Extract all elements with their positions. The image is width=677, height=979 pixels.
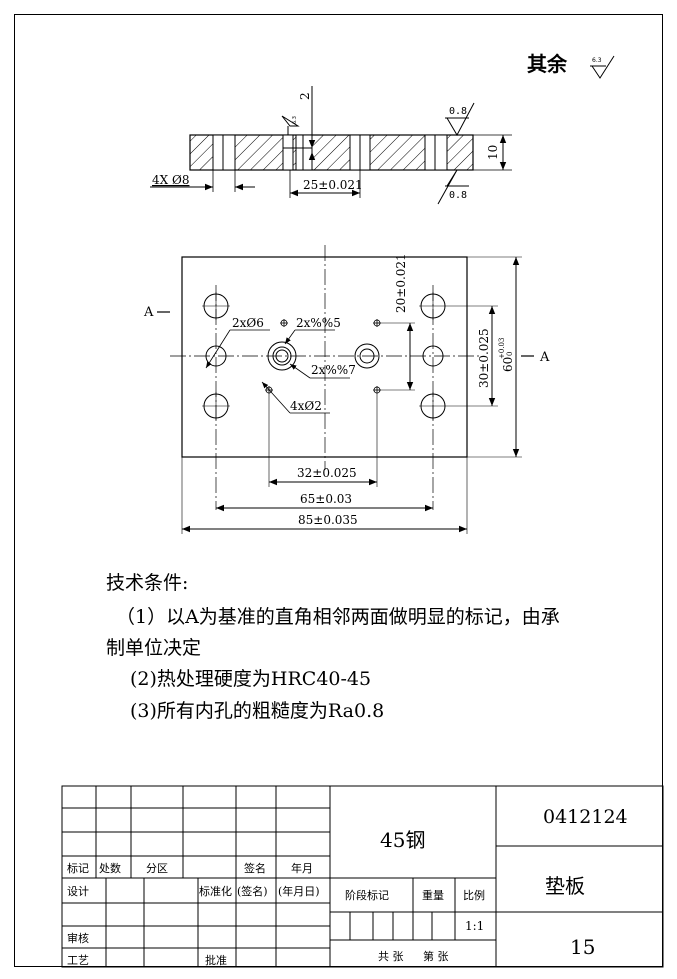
dim-60: 60 +0.03 0 <box>467 256 522 458</box>
counterbore-hole-left <box>267 341 297 371</box>
center-dimension: 25±0.021 <box>289 170 363 198</box>
thickness-label: 10 <box>486 145 500 160</box>
dim-60-label: 60 <box>501 357 515 372</box>
weight: 重量 <box>422 889 444 902</box>
pin-hole <box>280 319 288 327</box>
roughness-note: 其余 6.3 <box>527 52 615 79</box>
plate-outline <box>181 256 468 458</box>
dim-32: 32±0.025 <box>268 394 378 487</box>
dim-65-label: 65±0.03 <box>300 492 352 506</box>
scale-value: 1:1 <box>465 919 485 933</box>
sheet-no: 第 张 <box>423 950 449 963</box>
row-date2: (年月日) <box>278 885 320 898</box>
hdr-count: 处数 <box>99 862 121 875</box>
corner-holes <box>202 292 447 420</box>
part-name: 垫板 <box>545 874 585 898</box>
note-2x7: 2x%%7 <box>289 363 356 379</box>
note-2x6: 2xØ6 <box>205 316 270 369</box>
dim-85: 85±0.035 <box>181 457 468 534</box>
hole-label: 4X Ø8 <box>152 173 189 187</box>
mid-hole-left <box>205 345 227 367</box>
corner-hole <box>419 392 447 420</box>
drawing-number: 0412124 <box>543 806 628 828</box>
depth-label: 2 <box>298 92 312 100</box>
dim-65: 65±0.03 <box>216 492 433 512</box>
section-view: 2 6.3 0.8 0.8 10 <box>150 86 512 205</box>
hole-dimension: 4X Ø8 <box>150 170 255 192</box>
note-2x7-label: 2x%%7 <box>311 363 356 377</box>
roughness-note-label: 其余 <box>527 52 568 76</box>
section-mark-right: A <box>539 350 550 365</box>
counterbore-hole-right <box>354 343 380 369</box>
corner-hole <box>202 392 230 420</box>
section-roughness-small: 6.3 <box>292 116 298 124</box>
thickness-dimension: 10 <box>473 134 512 171</box>
row-standard: 标准化 <box>199 885 232 898</box>
scale-label: 比例 <box>463 889 485 902</box>
dim-60-tol-lower: 0 <box>506 352 514 356</box>
note-4x2-label: 4xØ2 <box>290 399 322 413</box>
dim-30-label: 30±0.025 <box>477 328 491 388</box>
corner-hole <box>419 292 447 320</box>
dim-32-label: 32±0.025 <box>297 466 357 480</box>
roughness-symbol-icon <box>590 55 615 79</box>
note-2x5-label: 2x%%5 <box>296 316 341 330</box>
hdr-sign: 签名 <box>244 862 266 875</box>
roughness-note-value: 6.3 <box>592 57 602 64</box>
dim-60-tol-upper: +0.03 <box>498 338 506 359</box>
dim-30: 30±0.025 <box>447 305 498 407</box>
material-cell: 45钢 <box>380 828 426 852</box>
note-4x2: 4xØ2 <box>261 381 330 414</box>
sheet-value: 15 <box>570 935 596 959</box>
tech-line-2: 制单位决定 <box>106 637 202 659</box>
plan-view: A A 2xØ6 2x%%5 2x%%7 4xØ2 <box>143 245 550 534</box>
tech-line-3: (2)热处理硬度为HRC40-45 <box>130 668 372 690</box>
section-roughness-top: 0.8 <box>449 106 467 117</box>
hdr-zone: 分区 <box>146 862 168 875</box>
tech-line-4: (3)所有内孔的粗糙度为Ra0.8 <box>130 700 385 722</box>
corner-hole <box>202 292 230 320</box>
center-dim-label: 25±0.021 <box>303 178 363 192</box>
row-sign2: (签名) <box>237 885 268 898</box>
dim-20: 20±0.021 <box>377 253 415 391</box>
sheets-total: 共 张 <box>378 950 404 963</box>
dim-20-label: 20±0.021 <box>394 253 408 313</box>
stage-mark: 阶段标记 <box>345 889 389 902</box>
section-roughness-bottom: 0.8 <box>449 190 467 201</box>
section-roughness-top-icon <box>445 102 475 137</box>
dim-85-label: 85±0.035 <box>298 513 358 527</box>
row-review: 审核 <box>67 932 89 945</box>
hdr-date: 年月 <box>291 862 313 875</box>
note-2x5: 2x%%5 <box>284 316 341 345</box>
section-roughness-small-icon <box>281 115 300 135</box>
section-mark-left: A <box>143 305 154 320</box>
depth-dimension: 2 <box>298 86 316 170</box>
tech-heading: 技术条件: <box>106 572 189 594</box>
title-block-grid <box>61 785 664 968</box>
row-approve: 批准 <box>205 954 227 967</box>
hdr-mark: 标记 <box>67 862 89 875</box>
row-process: 工艺 <box>67 954 89 967</box>
section-roughness-bottom-icon <box>437 169 469 205</box>
row-design: 设计 <box>67 885 89 898</box>
tech-line-1: （1）以A为基准的直角相邻两面做明显的标记，由承 <box>116 606 560 628</box>
note-2x6-label: 2xØ6 <box>232 316 264 330</box>
mid-hole-right <box>422 345 444 367</box>
